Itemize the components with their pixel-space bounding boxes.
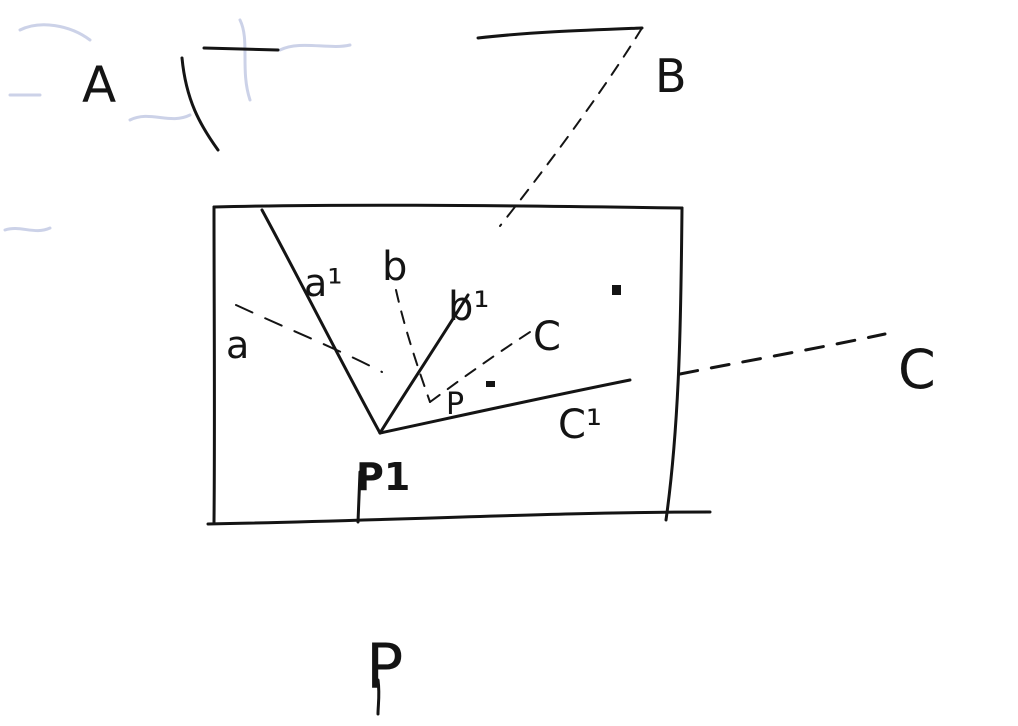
ray-a-dashed bbox=[235, 304, 383, 373]
ray-c-dashed bbox=[429, 331, 531, 403]
line-B-diagonal bbox=[499, 27, 643, 227]
label-b1: b¹ bbox=[448, 284, 489, 330]
label-c-inner: C bbox=[533, 314, 561, 360]
label-p1: P1 bbox=[356, 455, 410, 499]
ray-C-outside bbox=[678, 332, 887, 376]
bleed-through-marks bbox=[3, 18, 352, 233]
label-A: A bbox=[82, 56, 116, 114]
ray-c1 bbox=[378, 378, 632, 435]
A-dash-mark bbox=[202, 46, 280, 52]
label-C-outside: C bbox=[898, 338, 936, 401]
label-b: b bbox=[382, 244, 407, 290]
ray-b1 bbox=[378, 293, 470, 435]
label-P-bottom: P bbox=[366, 630, 403, 703]
label-a: a bbox=[226, 323, 249, 367]
dot-marker-right bbox=[612, 285, 621, 295]
label-p-small: P bbox=[446, 387, 464, 422]
label-a1: a¹ bbox=[304, 261, 343, 305]
A-tick-mark bbox=[180, 56, 220, 152]
ray-b-dashed bbox=[395, 289, 431, 403]
line-to-B-top bbox=[476, 26, 644, 40]
ray-a1 bbox=[260, 208, 382, 435]
P-stem-tail bbox=[376, 678, 381, 716]
dot-marker-p bbox=[486, 381, 495, 387]
picture-plane-rectangle bbox=[206, 203, 712, 526]
label-B: B bbox=[655, 49, 687, 103]
label-c1: C¹ bbox=[558, 402, 602, 448]
p1-vertical-line bbox=[356, 470, 362, 524]
